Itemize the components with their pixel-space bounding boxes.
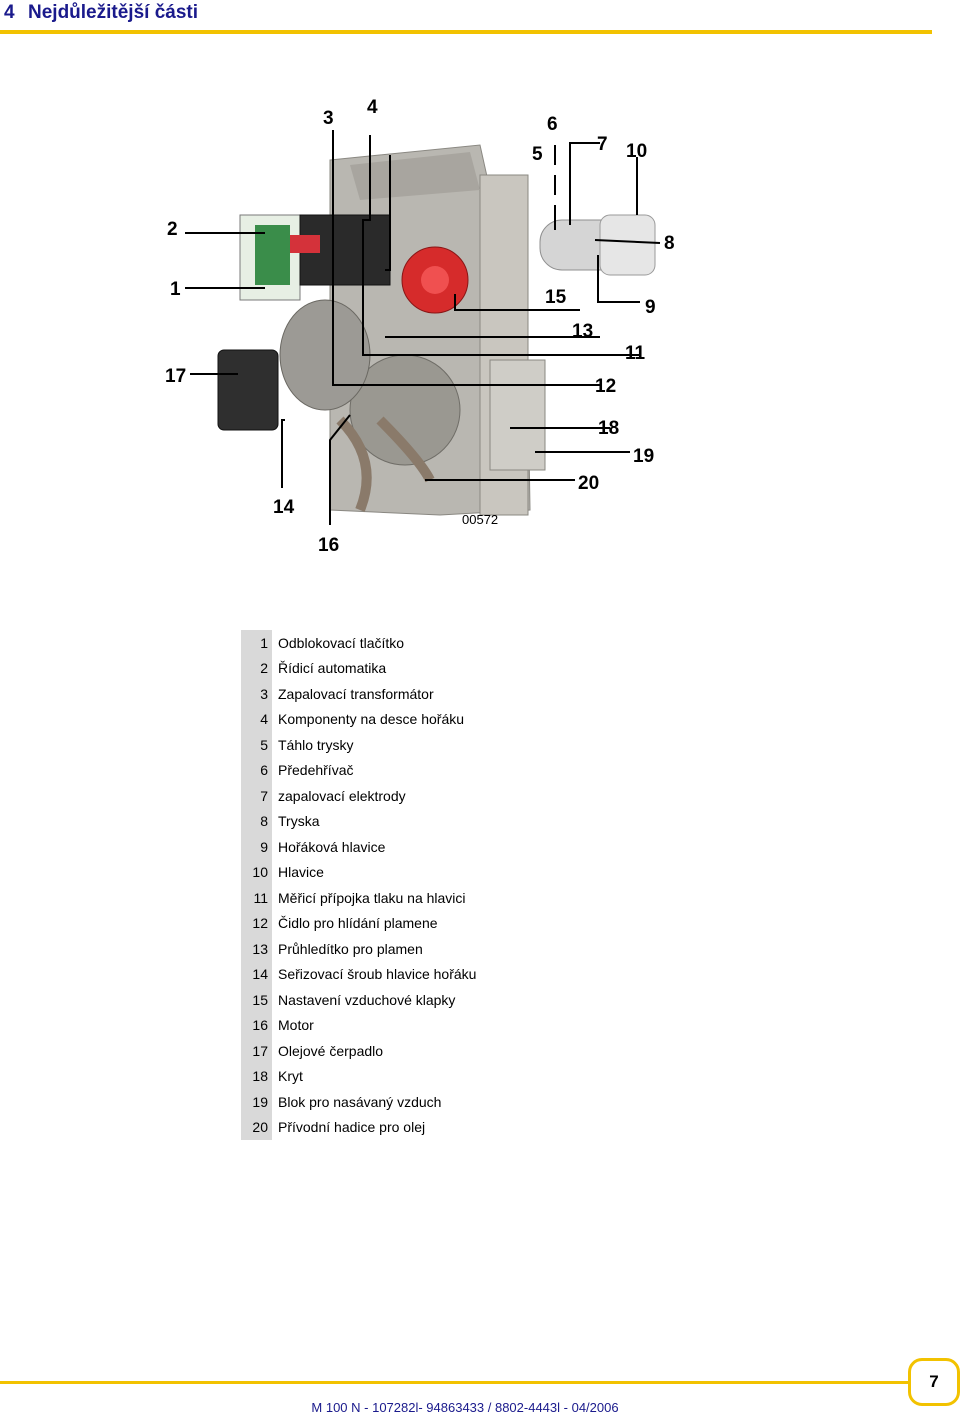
legend-row: 2 Řídicí automatika [241,655,476,681]
legend-description: Nastavení vzduchové klapky [278,991,456,1008]
legend-description: Olejové čerpadlo [278,1042,384,1059]
callout-14: 14 [273,497,295,518]
legend-description: Přívodní hadice pro olej [278,1119,426,1136]
legend-row: 20 Přívodní hadice pro olej [241,1114,476,1140]
legend-table: 1 Odblokovací tlačítko 2 Řídicí automatika 3… [241,630,476,1140]
legend-row: 7 zapalovací elektrody [241,783,476,809]
legend-row: 3 Zapalovací transformátor [241,681,476,707]
legend-description: Tryska [278,813,320,830]
callout-19: 19 [633,446,655,467]
legend-number: 6 [241,757,272,783]
callout-3: 3 [323,108,334,129]
legend-row: 13 Průhledítko pro plamen [241,936,476,962]
page-number: 7 [908,1358,960,1406]
callout-2: 2 [167,219,178,240]
legend-description: Zapalovací transformátor [278,685,434,702]
legend-row: 14 Seřizovací šroub hlavice hořáku [241,961,477,987]
legend-number: 20 [241,1114,272,1140]
legend-number: 5 [241,732,272,758]
legend-number: 10 [241,859,272,885]
legend-number: 4 [241,706,272,732]
document-reference: M 100 N - 107282l- 94863433 / 8802-4443l… [311,1400,619,1415]
section-number: 4 [4,2,15,23]
legend-row: 12 Čidlo pro hlídání plamene [241,910,476,936]
legend-number: 17 [241,1038,272,1064]
legend-description: Hlavice [278,864,324,881]
callout-18: 18 [598,418,620,439]
legend-description: Blok pro nasávaný vzduch [278,1093,442,1110]
callout-10: 10 [626,141,648,162]
legend-row: 8 Tryska [241,808,476,834]
legend-description: Odblokovací tlačítko [278,634,405,651]
legend-number: 11 [241,885,272,911]
legend-description: Předehřívač [278,762,354,779]
callout-15: 15 [545,287,567,308]
legend-number: 2 [241,655,272,681]
legend-description: Hořáková hlavice [278,838,386,855]
legend-description: Průhledítko pro plamen [278,940,423,957]
legend-row: 9 Hořáková hlavice [241,834,476,860]
callout-8: 8 [664,233,675,254]
legend-description: Řídicí automatika [278,660,387,677]
legend-row: 19 Blok pro nasávaný vzduch [241,1089,476,1115]
callout-16: 16 [318,535,340,556]
legend-description: Kryt [278,1068,303,1085]
legend-number: 16 [241,1012,272,1038]
legend-description: Čidlo pro hlídání plamene [278,915,438,932]
legend-number: 3 [241,681,272,707]
legend-row: 15 Nastavení vzduchové klapky [241,987,476,1013]
legend-number: 7 [241,783,272,809]
burner-illustration [185,130,661,525]
footer-rule [0,1381,908,1384]
legend-number: 1 [241,630,272,656]
callout-6: 6 [547,114,558,135]
legend-description: zapalovací elektrody [278,787,406,804]
legend-description: Měřicí přípojka tlaku na hlavici [278,889,466,906]
callout-12: 12 [595,376,617,397]
callout-9: 9 [645,297,656,318]
legend-description: Motor [278,1017,314,1034]
legend-number: 8 [241,808,272,834]
callout-1: 1 [170,279,181,300]
legend-row: 1 Odblokovací tlačítko [241,630,476,656]
legend-description: Táhlo trysky [278,736,354,753]
legend-number: 13 [241,936,272,962]
legend-row: 4 Komponenty na desce hořáku [241,706,476,732]
legend-number: 18 [241,1063,272,1089]
legend-number: 19 [241,1089,272,1115]
callout-7: 7 [597,134,608,155]
callout-13: 13 [572,321,594,342]
section-title: Nejdůležitější části [28,2,199,23]
legend-row: 6 Předehřívač [241,757,476,783]
legend-row: 18 Kryt [241,1063,476,1089]
legend-number: 14 [241,961,272,987]
callout-11: 11 [625,343,646,364]
legend-number: 12 [241,910,272,936]
callout-17: 17 [165,366,187,387]
legend-row: 17 Olejové čerpadlo [241,1038,476,1064]
legend-number: 15 [241,987,272,1013]
callout-5: 5 [532,144,543,165]
legend-number: 9 [241,834,272,860]
legend-description: Komponenty na desce hořáku [278,711,465,728]
figure-code: 00572 [462,512,499,527]
legend-row: 11 Měřicí přípojka tlaku na hlavici [241,885,476,911]
callout-4: 4 [367,97,378,118]
legend-row: 10 Hlavice [241,859,476,885]
legend-row: 5 Táhlo trysky [241,732,476,758]
callout-20: 20 [578,473,600,494]
legend-description: Seřizovací šroub hlavice hořáku [278,966,477,983]
burner-figure: 3 4 6 5 7 10 2 8 1 15 9 13 11 17 12 18 1… [0,80,960,570]
section-header: 4 Nejdůležitější části [0,0,932,34]
legend-row: 16 Motor [241,1012,476,1038]
